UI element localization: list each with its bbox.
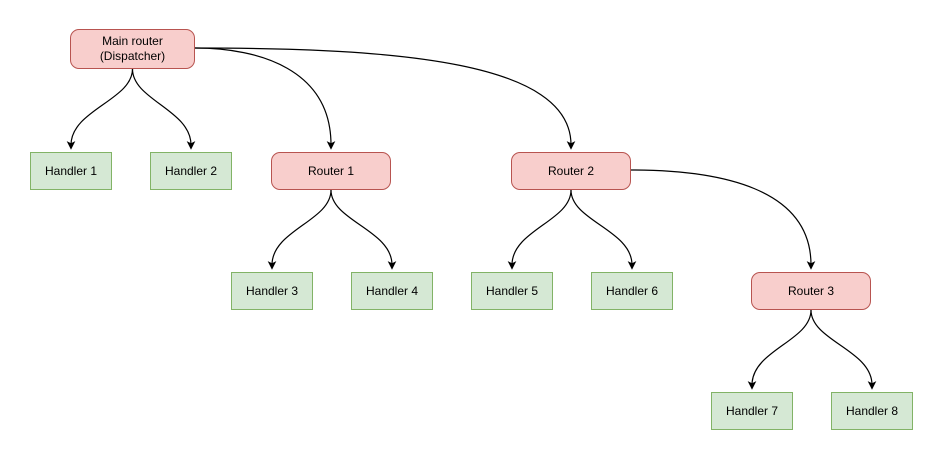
edge-router2-handler6 <box>570 189 637 270</box>
edge-main-handler2 <box>131 68 196 150</box>
edge-router2-router3 <box>630 169 816 270</box>
node-label-handler-3: Handler 3 <box>245 283 299 298</box>
edge-main-handler1 <box>66 68 134 150</box>
node-label-router-3: Router 3 <box>787 283 835 298</box>
node-handler-2[interactable]: Handler 2 <box>150 152 232 190</box>
node-main-router[interactable]: Main router (Dispatcher) <box>70 29 195 69</box>
node-label-handler-2: Handler 2 <box>164 163 218 178</box>
node-handler-3[interactable]: Handler 3 <box>231 272 313 310</box>
node-handler-4[interactable]: Handler 4 <box>351 272 433 310</box>
edge-router3-handler8 <box>810 309 877 390</box>
node-router-1[interactable]: Router 1 <box>271 152 391 190</box>
edge-group <box>66 47 877 390</box>
node-label-main-router: Main router (Dispatcher) <box>99 34 166 63</box>
node-label-handler-7: Handler 7 <box>725 403 779 418</box>
node-label-handler-6: Handler 6 <box>605 283 659 298</box>
node-handler-5[interactable]: Handler 5 <box>471 272 553 310</box>
edge-router1-handler3 <box>267 189 332 270</box>
node-router-3[interactable]: Router 3 <box>751 272 871 310</box>
edge-main-router2 <box>194 47 576 150</box>
edge-router2-handler5 <box>507 189 572 270</box>
node-router-2[interactable]: Router 2 <box>511 152 631 190</box>
edge-router3-handler7 <box>747 309 812 390</box>
edge-router1-handler4 <box>330 189 397 270</box>
node-label-router-2: Router 2 <box>547 163 595 178</box>
node-label-handler-1: Handler 1 <box>44 163 98 178</box>
node-label-router-1: Router 1 <box>307 163 355 178</box>
node-handler-1[interactable]: Handler 1 <box>30 152 112 190</box>
node-label-handler-4: Handler 4 <box>365 283 419 298</box>
node-handler-7[interactable]: Handler 7 <box>711 392 793 430</box>
node-label-handler-8: Handler 8 <box>845 403 899 418</box>
node-handler-8[interactable]: Handler 8 <box>831 392 913 430</box>
edge-main-router1 <box>194 47 336 150</box>
node-label-handler-5: Handler 5 <box>485 283 539 298</box>
node-handler-6[interactable]: Handler 6 <box>591 272 673 310</box>
